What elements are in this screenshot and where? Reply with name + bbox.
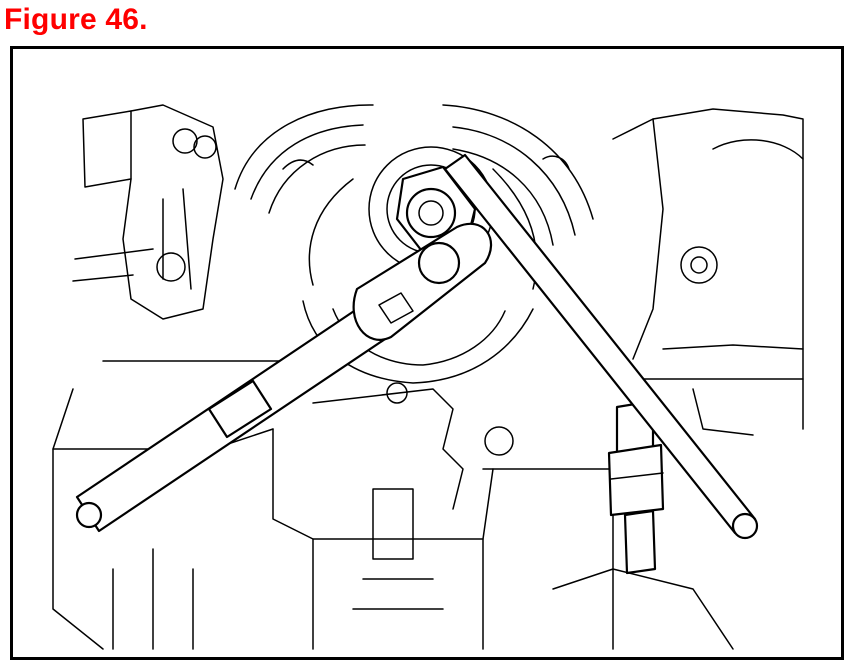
support-post-tool <box>607 399 665 575</box>
wrench-handle <box>75 222 493 533</box>
figure-title: Figure 46. <box>4 3 148 36</box>
engine-crankshaft-pulley-wrench-icon <box>52 104 804 650</box>
right-engine-block <box>612 108 804 436</box>
holding-tool-bar <box>443 153 759 540</box>
left-bracket <box>72 104 224 320</box>
pulley-rings <box>234 104 594 384</box>
illustration-frame <box>10 46 844 660</box>
